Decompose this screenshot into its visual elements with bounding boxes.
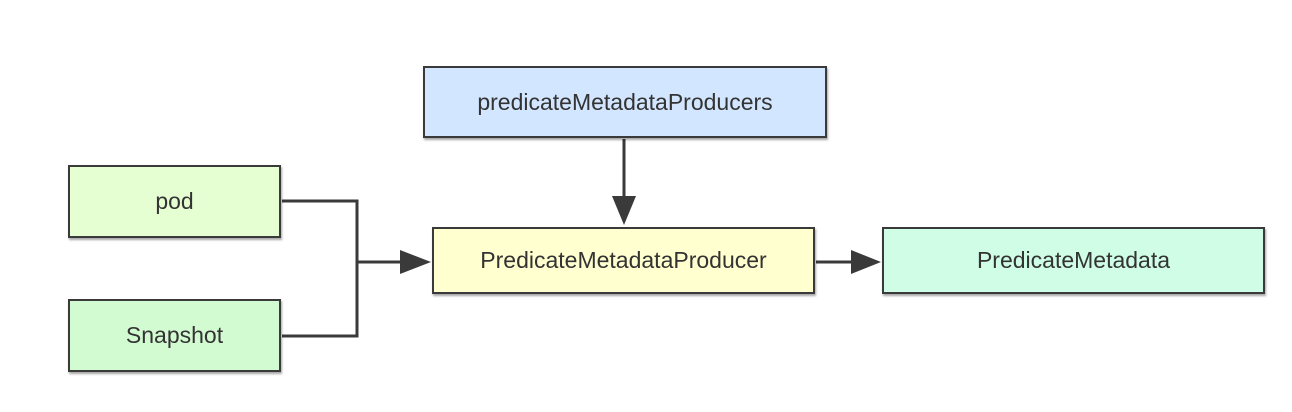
node-predicate-metadata-producer: PredicateMetadataProducer	[432, 227, 815, 294]
edge-junction-to-producer	[357, 250, 431, 274]
edge-producer-to-metadata	[816, 250, 881, 274]
node-predicate-metadata: PredicateMetadata	[882, 227, 1265, 294]
node-predicate-metadata-producers: predicateMetadataProducers	[423, 66, 827, 138]
edge-snapshot-to-producer	[282, 262, 359, 338]
arrowhead-icon	[400, 250, 431, 274]
edge-pod-to-producer	[282, 199, 359, 262]
node-pod: pod	[68, 165, 281, 238]
node-snapshot: Snapshot	[68, 299, 281, 372]
node-label: Snapshot	[125, 322, 224, 348]
node-label: PredicateMetadataProducer	[480, 247, 767, 273]
edge-producers-to-producer	[612, 139, 636, 225]
node-label: predicateMetadataProducers	[477, 88, 773, 115]
node-label: PredicateMetadata	[976, 247, 1171, 273]
arrowhead-icon	[851, 250, 881, 274]
arrowhead-icon	[612, 196, 636, 225]
node-label: pod	[155, 188, 194, 214]
